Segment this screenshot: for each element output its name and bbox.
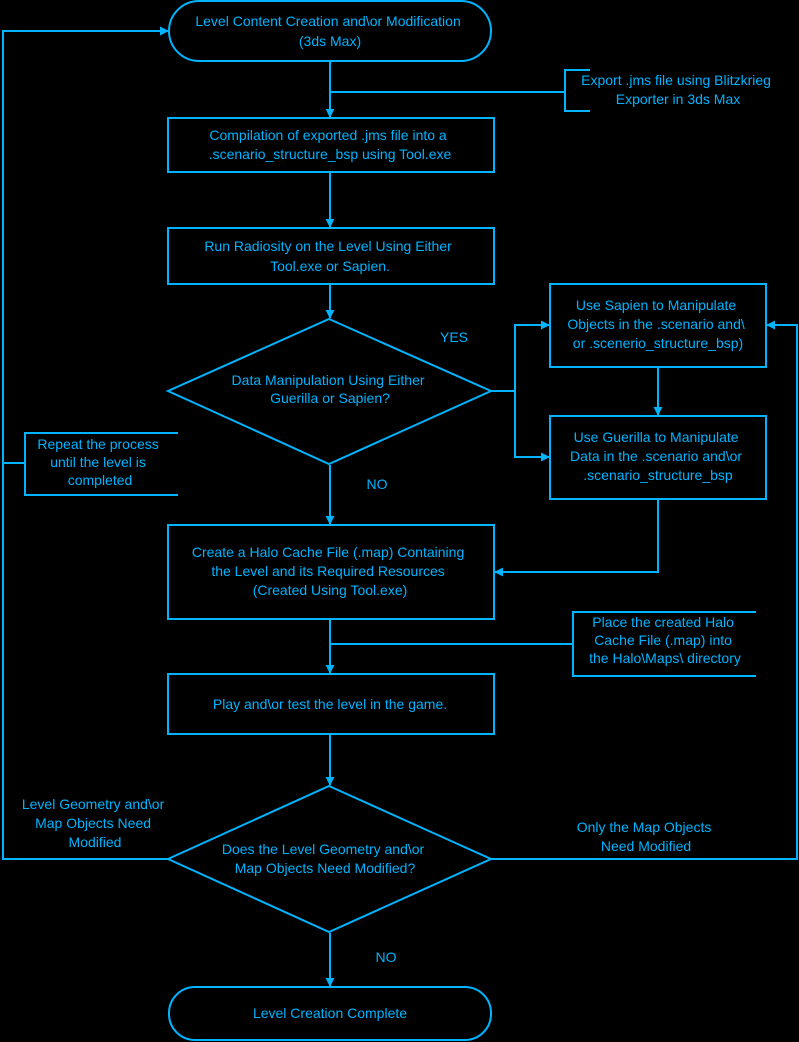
arrow-loop-back-to-start	[2, 26, 169, 860]
arrow-yes-to-sapien	[514, 320, 550, 391]
cache-process-box	[167, 524, 495, 620]
end-label: Level Creation Complete	[253, 1005, 407, 1021]
modified-decision-label: Does the Level Geometry and\or Map Objec…	[222, 841, 428, 876]
geometry-modified-label: Level Geometry and\or Map Objects Need M…	[22, 796, 168, 850]
end-terminator	[168, 986, 492, 1041]
cache-label: Create a Halo Cache File (.map) Containi…	[192, 544, 468, 598]
sapien-label: Use Sapien to Manipulate Objects in the …	[567, 297, 748, 351]
arrow-guerilla-to-cache	[494, 500, 659, 577]
manipulation-decision-label: Data Manipulation Using Either Guerilla …	[232, 372, 429, 406]
map-objects-modified-label: Only the Map Objects Need Modified	[577, 819, 716, 854]
arrow-loop-to-sapien	[491, 320, 798, 860]
no-label-manipulation: NO	[367, 476, 388, 492]
place-annotation-text: Place the created Halo Cache File (.map)…	[589, 614, 741, 666]
play-process-box	[167, 673, 495, 735]
compile-process-box	[167, 117, 495, 173]
no-label-complete: NO	[376, 949, 397, 965]
radiosity-process-box	[167, 227, 495, 285]
yes-label: YES	[440, 329, 468, 345]
manipulation-decision-diamond	[165, 317, 494, 466]
play-label: Play and\or test the level in the game.	[213, 696, 447, 712]
start-terminator	[168, 0, 492, 62]
repeat-annotation-text: Repeat the process until the level is co…	[37, 436, 162, 488]
compile-label: Compilation of exported .jms file into a…	[209, 127, 452, 162]
arrow-yes-to-guerilla	[514, 391, 550, 462]
guerilla-label: Use Guerilla to Manipulate Data in the .…	[570, 429, 746, 483]
sapien-process-box	[549, 283, 767, 368]
export-annotation-text: Export .jms file using Blitzkrieg Export…	[581, 72, 775, 107]
modified-decision-diamond	[165, 784, 494, 934]
guerilla-process-box	[549, 415, 767, 500]
export-annotation-bracket	[564, 69, 590, 112]
radiosity-label: Run Radiosity on the Level Using Either …	[204, 238, 455, 274]
start-label: Level Content Creation and\or Modificati…	[195, 13, 464, 49]
